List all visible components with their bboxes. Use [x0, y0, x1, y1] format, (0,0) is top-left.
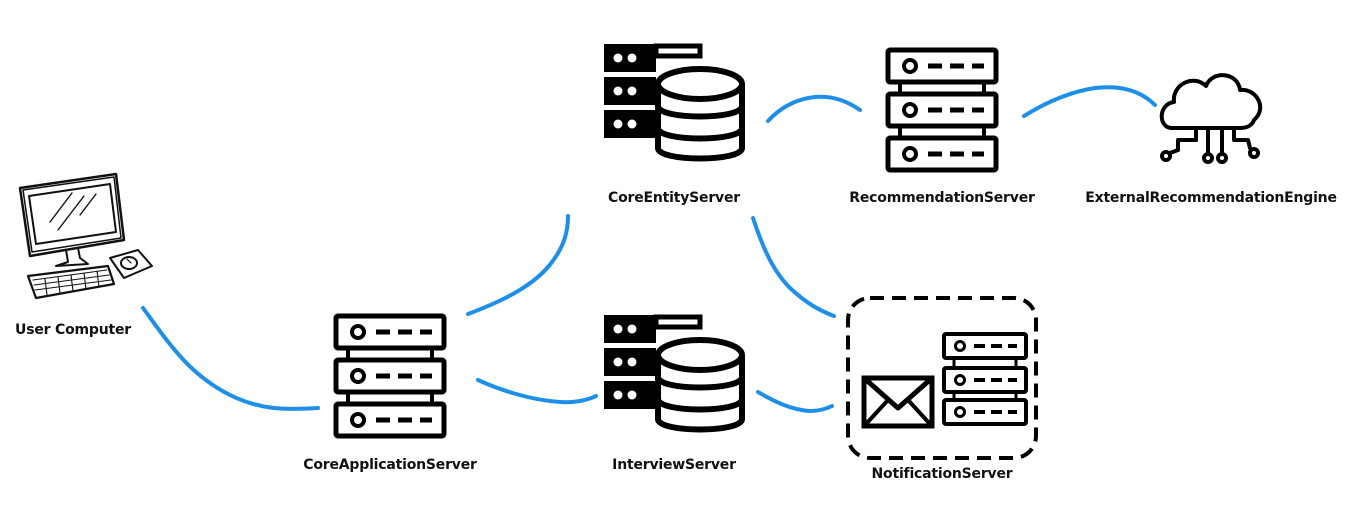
connector-coreapp-to-interview: [476, 378, 598, 405]
external-recommendation-engine-label: ExternalRecommendationEngine: [1085, 190, 1337, 206]
desktop-computer-icon: [18, 172, 153, 300]
connectors: [141, 85, 1157, 414]
connector-coreentity-to-recommendation: [766, 94, 862, 123]
mail-envelope-icon: [861, 375, 935, 429]
recommendation-server-label: RecommendationServer: [849, 190, 1035, 206]
connector-coreapp-to-coreentity: [466, 214, 570, 316]
user-computer-label: User Computer: [15, 322, 131, 338]
database-server-icon: [604, 315, 742, 430]
connector-interview-to-notification: [756, 390, 834, 414]
notification-server-label: NotificationServer: [871, 466, 1013, 482]
database-server-icon: [604, 44, 742, 159]
server-rack-icon: [336, 316, 444, 436]
interview-server-label: InterviewServer: [612, 457, 736, 473]
core-entity-server-label: CoreEntityServer: [608, 190, 740, 206]
connector-user-to-coreapp: [141, 306, 320, 411]
mail-server-icon: [846, 296, 1038, 460]
connector-recommendation-to-external: [1022, 85, 1157, 118]
core-application-server-label: CoreApplicationServer: [303, 457, 477, 473]
connector-coreentity-to-notification: [751, 216, 836, 318]
server-rack-icon: [942, 332, 1028, 426]
server-rack-icon: [888, 50, 996, 170]
cloud-icon: [1159, 73, 1262, 164]
